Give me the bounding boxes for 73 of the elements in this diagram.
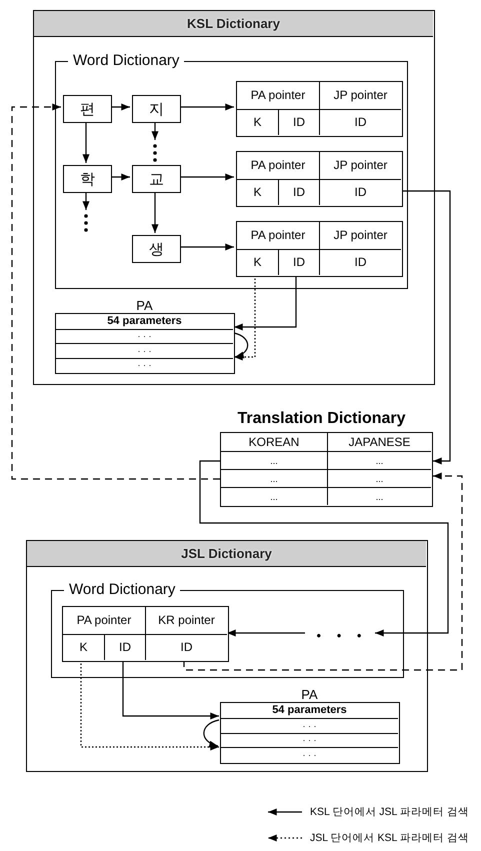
table-cell: ... — [327, 487, 431, 505]
table-cell: ID — [278, 248, 319, 275]
header-cell-text: PA pointer — [250, 87, 306, 104]
table-cell: ID — [319, 108, 401, 135]
arrow — [110, 104, 130, 110]
table-heading: PA — [135, 298, 154, 313]
arrow — [227, 630, 305, 636]
arrow — [110, 174, 130, 180]
table-cell: · · · — [56, 358, 233, 372]
table-cell: K — [237, 178, 278, 205]
table-cell: ID — [278, 108, 319, 135]
table-cell: ID — [104, 634, 145, 660]
legend-label: JSL 단어에서 KSL 파라메터 검색 — [310, 831, 469, 846]
header-cell: KR pointer — [145, 607, 227, 634]
record-table — [236, 81, 403, 137]
legend-label: KSL 단어에서 JSL 파라메터 검색 — [310, 805, 469, 820]
frame-title: Word Dictionary — [64, 580, 180, 600]
arrow — [234, 275, 297, 330]
table-heading: Translation Dictionary — [236, 409, 407, 429]
table-cell: ... — [327, 451, 431, 469]
header-cell: JP pointer — [319, 222, 401, 248]
table-cell: · · · — [56, 328, 233, 343]
table-cell: · · · — [221, 732, 398, 748]
character-box: 지 — [132, 95, 181, 123]
record-table — [236, 151, 403, 207]
header-cell-text: KOREAN — [248, 434, 300, 451]
table-cell: ID — [278, 178, 319, 205]
arrow — [183, 472, 463, 671]
title-band: KSL Dictionary — [34, 11, 433, 37]
dictionary-panel — [33, 10, 435, 385]
arrow — [82, 191, 90, 210]
table-cell: ... — [221, 451, 327, 469]
header-cell-text: PA pointer — [250, 227, 306, 244]
character-box: 편 — [63, 95, 112, 123]
arrow — [152, 121, 158, 140]
character-box: 학 — [63, 165, 112, 193]
ellipsis: • • • — [307, 626, 377, 644]
frame-title: Word Dictionary — [68, 51, 184, 71]
character-box: 생 — [132, 235, 181, 263]
header-cell-text: PA pointer — [76, 612, 132, 630]
table-cell: K — [237, 108, 278, 135]
header-cell: JP pointer — [319, 82, 401, 108]
character-box: 교 — [132, 165, 181, 193]
table-heading: PA — [300, 687, 319, 702]
arrow — [199, 460, 449, 636]
title-band: JSL Dictionary — [27, 541, 426, 567]
arrow — [122, 660, 219, 720]
table-cell: K — [237, 248, 278, 275]
arrow — [11, 104, 220, 480]
header-cell-text: PA pointer — [250, 157, 306, 174]
table-cell-text: 54 parameters — [106, 314, 183, 328]
table-cell: · · · — [221, 718, 398, 732]
table-cell: ... — [221, 469, 327, 487]
header-cell: JP pointer — [319, 152, 401, 178]
dictionary-panel — [26, 540, 428, 772]
arrow — [179, 244, 234, 250]
table-cell: · · · — [221, 747, 398, 762]
record-table — [236, 221, 403, 277]
table-cell: ID — [319, 178, 401, 205]
arrow — [179, 174, 234, 180]
arrow — [179, 104, 234, 110]
arrow — [82, 121, 90, 163]
table-cell: ID — [319, 248, 401, 275]
arrow — [401, 190, 451, 464]
header-cell: JAPANESE — [327, 433, 431, 451]
record-table — [62, 606, 229, 662]
table-cell: ... — [221, 487, 327, 505]
table-cell-text: 54 parameters — [271, 703, 348, 718]
table-cell: ID — [145, 634, 227, 660]
table-cell: ... — [327, 469, 431, 487]
table-cell: K — [63, 634, 104, 660]
table-cell: · · · — [56, 343, 233, 358]
arrow — [152, 191, 158, 233]
